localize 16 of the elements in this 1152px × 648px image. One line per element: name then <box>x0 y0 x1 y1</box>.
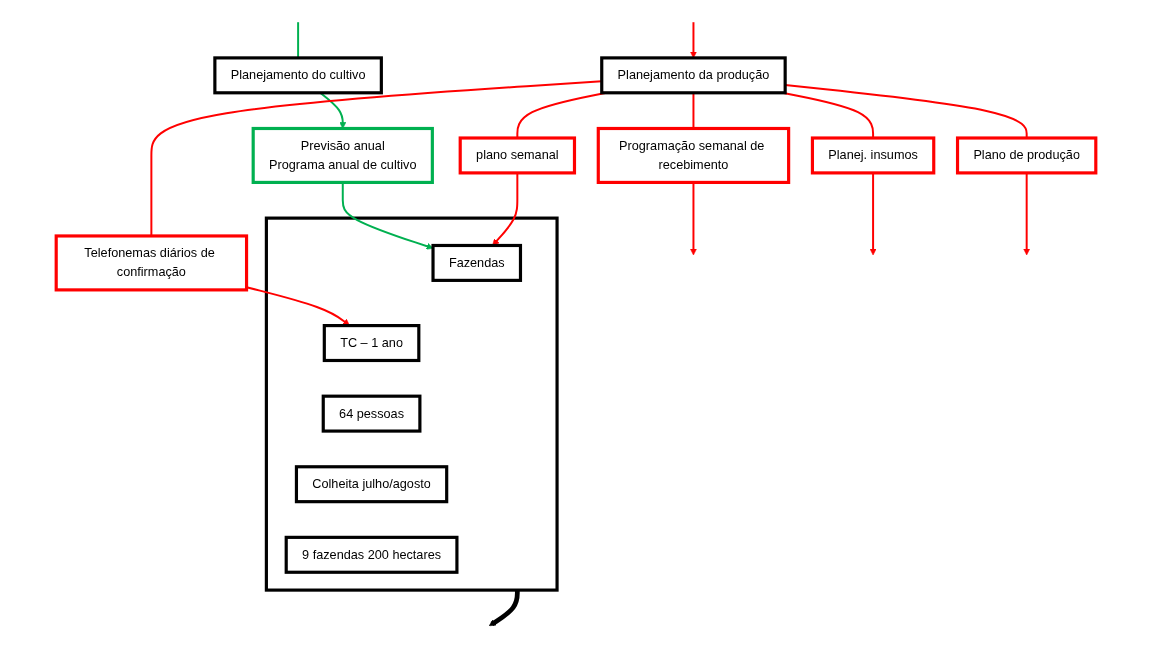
node-box: TC – 1 ano <box>322 324 421 363</box>
node-box: Planej. insumos <box>810 136 936 175</box>
node-box: 9 fazendas 200 hectares <box>284 535 459 574</box>
node-box: Planejamento do cultivo <box>213 56 383 95</box>
node-box: 64 pessoas <box>321 394 422 433</box>
node-box: Telefonemas diários de confirmação <box>54 234 249 292</box>
arrow <box>488 590 520 627</box>
node-box: Colheita julho/agosto <box>294 465 449 504</box>
node-box: Fazendas <box>431 243 523 282</box>
node-box: Previsão anual Programa anual de cultivo <box>251 126 434 184</box>
cluster <box>264 216 559 592</box>
node-box: Planejamento da produção <box>600 56 787 95</box>
arrow <box>245 286 350 326</box>
node-box: Programação semanal de recebimento <box>596 126 791 184</box>
node-box: Plano de produção <box>955 136 1098 175</box>
node-box: plano semanal <box>458 136 577 175</box>
